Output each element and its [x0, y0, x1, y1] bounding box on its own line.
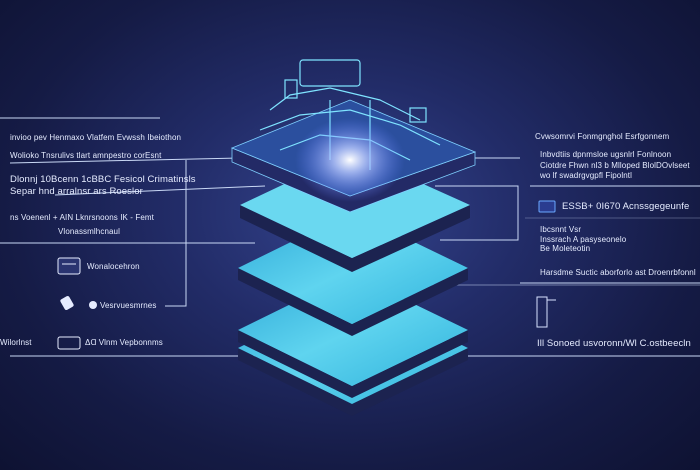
left-label-6: Vlonassmlhcnaul: [58, 227, 120, 236]
left-label-9: Wilorlnst: [0, 338, 32, 347]
right-label-3: Ciotdre Fhwn nl3 b Mlloped BlolDOvlseet: [540, 161, 690, 170]
right-label-8: Be Moleteotin: [540, 244, 591, 253]
device-icon: [57, 336, 81, 350]
right-label-6: Ibcsnnt Vsr: [540, 225, 582, 234]
server-rack-icon: [57, 257, 81, 275]
right-label-5: ESSB+ 0I670 Acnssgegeunfe: [562, 201, 690, 212]
left-label-1: invioo pev Henmaxo Vlatfem Evwssh Ibeiot…: [10, 133, 182, 142]
right-label-1: Cvwsomrvi Fonmgnghol Esrfgonnem: [535, 132, 670, 141]
cloud-icon: [60, 296, 97, 310]
processor-chip-platform: [230, 59, 477, 213]
left-label-7: Wonalocehron: [87, 262, 140, 271]
connector-lines: [0, 117, 700, 357]
building-icon: [536, 296, 556, 328]
right-label-2: Inbvdtiis dpnmsloe ugsnlrl Fonlnoon: [540, 150, 672, 159]
chip-icon: [538, 200, 556, 213]
right-label-7: Inssrach A pasyseonelo: [540, 235, 627, 244]
right-label-10: Ill Sonoed usvoronn/Wl C.ostbeecln: [537, 338, 691, 349]
right-label-9: Harsdme Suctic aborforlo ast Droenrbfonn…: [540, 268, 696, 277]
left-label-4: Separ hnd arralnsr ars Roeslor: [10, 186, 143, 197]
left-label-10: ΔⱭ Vlnm Vepbonnms: [85, 338, 163, 347]
left-label-2: Wolioko Tnsrulivs tlart amnpestro corEsn…: [10, 151, 162, 160]
left-label-5: ns Voenenl + AIN Lknrsnoons IK - Femt: [10, 213, 154, 222]
left-label-8: Vesrvuesmrnes: [100, 301, 157, 310]
left-label-3: Dlonnj 10Bcenn 1cBBC Fesicol Crimatinsls: [10, 174, 196, 185]
right-label-4: wo lf swadrgvgpfl Fipolntl: [540, 171, 632, 180]
